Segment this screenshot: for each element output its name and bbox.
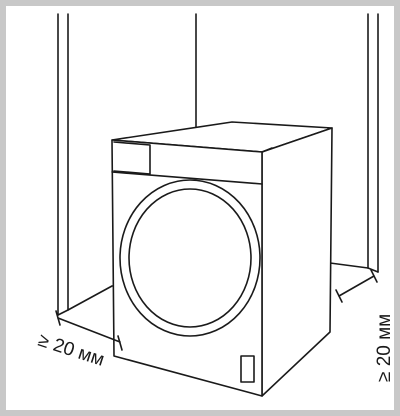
right-clearance-dimension — [335, 269, 378, 303]
left-clearance-label: ≥ 20 мм — [35, 330, 106, 371]
left-clearance-dimension — [55, 310, 123, 351]
room-walls — [57, 13, 379, 316]
right-clearance-label: ≥ 20 мм — [374, 314, 395, 382]
washing-machine — [111, 121, 333, 397]
